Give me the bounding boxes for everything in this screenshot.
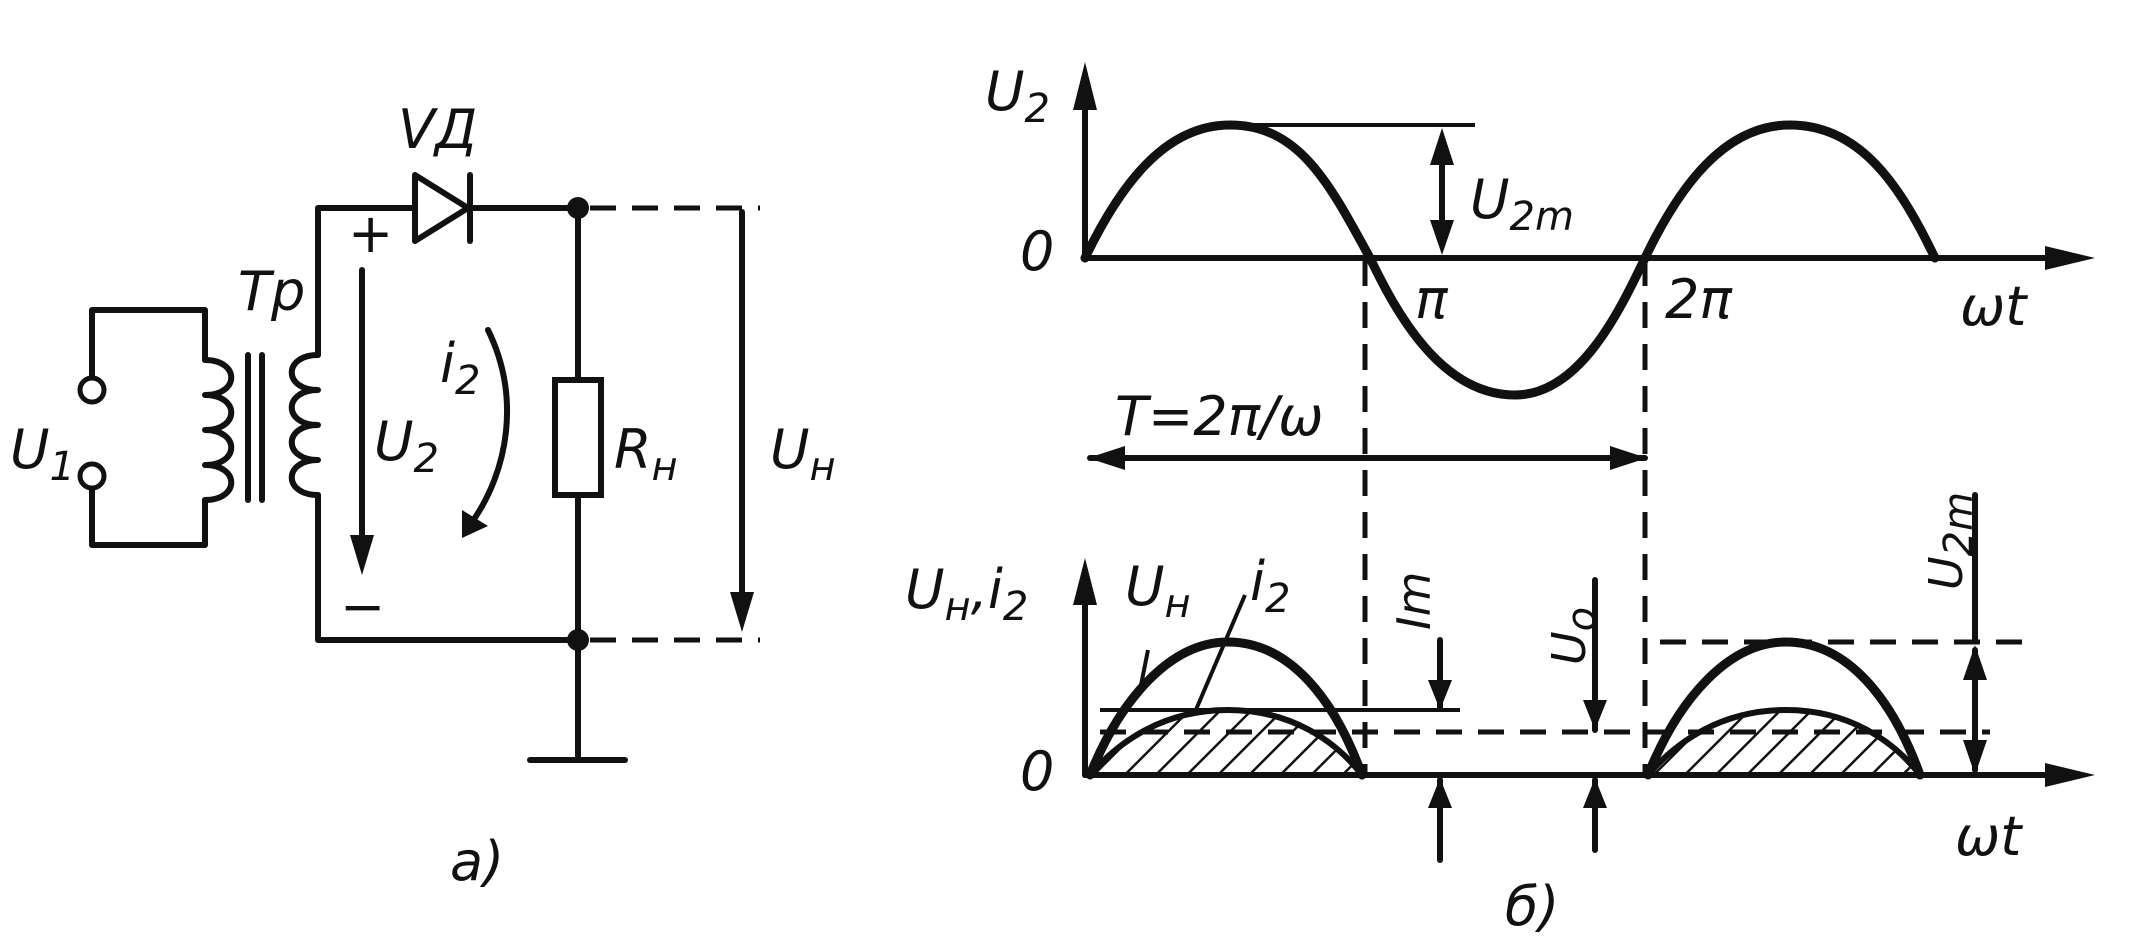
u2m-arrowhead-up xyxy=(1963,645,1987,680)
current-label: i2 xyxy=(440,332,480,404)
current-hump-1 xyxy=(1083,706,1369,778)
rectifier-circuit: U1 Tp VД + − U2 i2 Rн Uн а) xyxy=(10,98,836,893)
input-wire-bottom xyxy=(89,477,208,548)
output-voltage-arrowhead xyxy=(730,592,754,632)
load-resistor xyxy=(552,377,604,498)
input-wire-top xyxy=(89,307,208,383)
im-arrowhead-down xyxy=(1428,680,1452,710)
upper-y-axis-label: U2 xyxy=(985,60,1050,132)
period-arrowhead-right xyxy=(1610,446,1647,470)
period-arrowhead-left xyxy=(1088,446,1125,470)
graph-caption: б) xyxy=(1505,875,1559,938)
u0-arrowhead-up xyxy=(1583,778,1607,808)
diode-label: VД xyxy=(398,98,477,161)
lower-amplitude-label: U2m xyxy=(1919,492,1982,590)
upper-origin-label: 0 xyxy=(1020,220,1054,283)
input-voltage-label: U1 xyxy=(10,418,75,490)
diode-symbol xyxy=(412,172,471,244)
current-hump-2 xyxy=(1641,706,1927,778)
current-peak-label: Im xyxy=(1387,572,1441,630)
primary-winding xyxy=(202,357,235,503)
circuit-caption: а) xyxy=(450,830,504,893)
curve-label-current: i2 xyxy=(1250,550,1290,622)
secondary-voltage-label: U2 xyxy=(374,410,439,482)
lower-origin-label: 0 xyxy=(1020,740,1054,803)
period-label: T=2π/ω xyxy=(1115,385,1324,448)
node-bottom xyxy=(567,629,589,651)
u0-arrowhead-down xyxy=(1583,700,1607,730)
voltage-label-leader xyxy=(1138,649,1150,691)
transformer-label: Tp xyxy=(238,260,305,323)
input-terminal-top xyxy=(77,375,107,405)
secondary-wire-top xyxy=(315,205,418,358)
secondary-voltage-arrowhead xyxy=(350,535,374,575)
lower-y-axis-label: Uн,i2 xyxy=(905,558,1028,630)
node-top xyxy=(567,197,589,219)
lower-x-axis-label: ωt xyxy=(1955,805,2023,868)
upper-y-axis-arrowhead xyxy=(1073,62,1097,110)
current-arrowhead xyxy=(462,510,488,538)
tick-pi: π xyxy=(1415,268,1449,331)
amplitude-arrowhead-down xyxy=(1430,220,1454,255)
upper-x-axis-arrowhead xyxy=(2045,246,2095,270)
lower-graph: Uн,i2 0 Uн i2 Im Uo U2m ωt б) xyxy=(905,492,2095,938)
output-voltage-label: Uн xyxy=(770,418,836,490)
minus-sign: − xyxy=(340,575,385,638)
curve-label-voltage: Uн xyxy=(1125,555,1191,627)
current-label-leader xyxy=(1193,594,1247,713)
average-voltage-label: Uo xyxy=(1542,607,1605,665)
input-terminal-bottom xyxy=(77,461,107,491)
plus-sign: + xyxy=(348,202,393,265)
lower-x-axis-arrowhead xyxy=(2045,763,2095,787)
u2m-arrowhead-down xyxy=(1963,740,1987,775)
load-label: Rн xyxy=(614,418,678,490)
tick-2pi: 2π xyxy=(1665,268,1733,331)
lower-y-axis-arrowhead xyxy=(1073,558,1097,605)
upper-amplitude-label: U2m xyxy=(1470,168,1574,240)
upper-x-axis-label: ωt xyxy=(1960,275,2028,338)
upper-graph: U2 0 U2m π 2π ωt T=2π/ω xyxy=(985,60,2095,470)
secondary-wire-bottom xyxy=(315,492,581,643)
current-arrow-line xyxy=(467,327,511,528)
im-arrowhead-up xyxy=(1428,778,1452,808)
secondary-winding xyxy=(288,352,321,498)
amplitude-arrowhead-up xyxy=(1430,128,1454,165)
